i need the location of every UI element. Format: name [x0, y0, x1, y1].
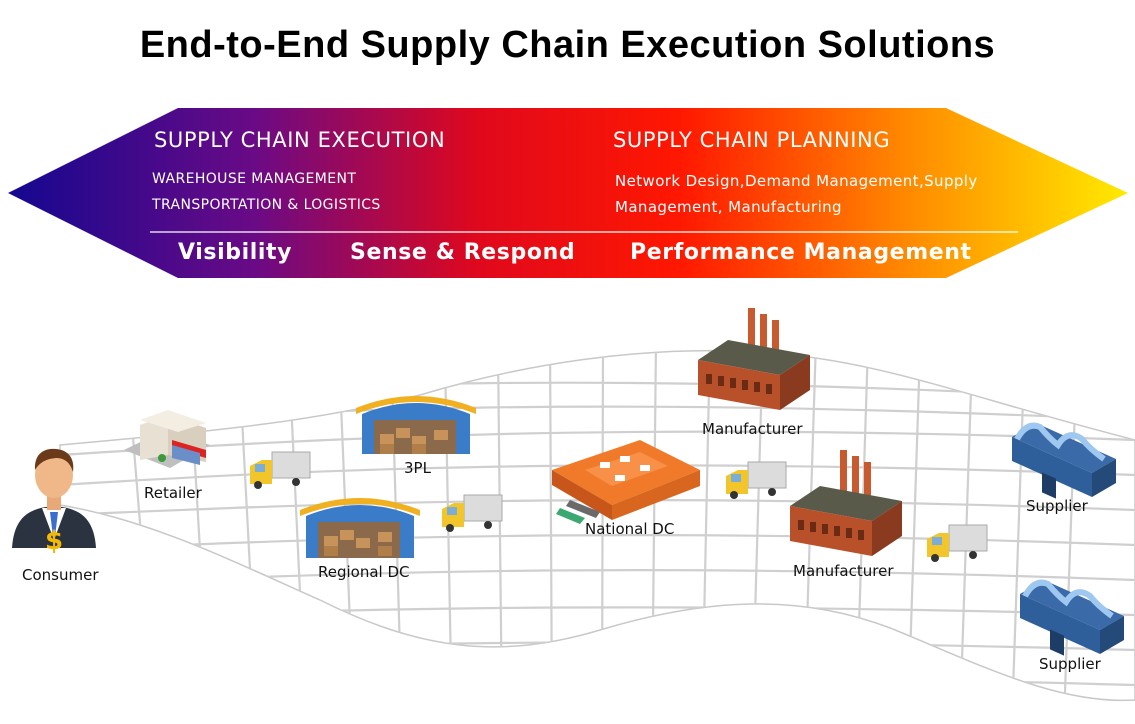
- planning-item: Network Design,Demand Management,Supply: [615, 172, 978, 190]
- national-dc-label: National DC: [585, 520, 675, 538]
- factory-icon: [698, 308, 810, 410]
- retailer-store-icon: [124, 410, 210, 468]
- consumer-label: Consumer: [22, 566, 99, 584]
- execution-item: WAREHOUSE MANAGEMENT: [152, 171, 357, 187]
- warehouse-icon: [356, 396, 476, 454]
- execution-item: TRANSPORTATION & LOGISTICS: [152, 197, 381, 213]
- factory-icon: [790, 450, 902, 556]
- sense-respond-label: Sense & Respond: [350, 240, 576, 265]
- page-title: End-to-End Supply Chain Execution Soluti…: [139, 24, 996, 66]
- performance-management-label: Performance Management: [630, 240, 972, 265]
- truck-icon: [726, 461, 787, 499]
- planning-heading: SUPPLY CHAIN PLANNING: [613, 128, 891, 152]
- retailer-label: Retailer: [144, 484, 202, 502]
- supplier-label: Supplier: [1039, 655, 1101, 673]
- tpl-label: 3PL: [404, 459, 431, 477]
- visibility-label: Visibility: [178, 240, 293, 265]
- supplier-warehouse-icon: [1012, 422, 1116, 499]
- supplier-warehouse-icon: [1020, 579, 1124, 656]
- truck-icon: [442, 494, 503, 532]
- distribution-center-icon: [300, 498, 420, 558]
- planning-item: Management, Manufacturing: [615, 198, 842, 216]
- execution-heading: SUPPLY CHAIN EXECUTION: [154, 128, 446, 152]
- regional-dc-label: Regional DC: [318, 563, 410, 581]
- banner-arrow: [8, 108, 1128, 278]
- supplier-label: Supplier: [1026, 497, 1088, 515]
- distribution-center-icon: [552, 440, 700, 524]
- manufacturer-label: Manufacturer: [702, 420, 803, 438]
- consumer-icon: $: [12, 448, 96, 556]
- manufacturer-label: Manufacturer: [793, 562, 894, 580]
- svg-text:$: $: [45, 526, 63, 556]
- truck-icon: [250, 451, 311, 489]
- truck-icon: [927, 524, 988, 562]
- map-surface: [59, 349, 1135, 702]
